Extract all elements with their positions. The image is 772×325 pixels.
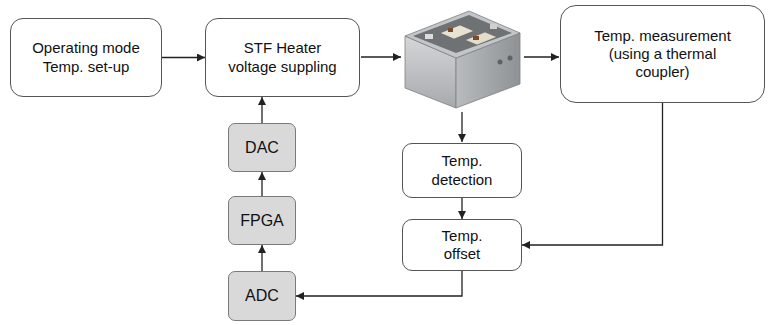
- flow-arrow: [522, 103, 663, 245]
- connector-port: [508, 56, 513, 61]
- node-label: FPGA: [240, 211, 284, 231]
- component: [473, 36, 479, 40]
- node-label: Temp. measurement (using a thermal coupl…: [587, 27, 739, 82]
- component: [448, 28, 453, 32]
- hardware-block: DAC: [228, 123, 296, 172]
- component: [425, 34, 433, 39]
- node-label: DAC: [245, 138, 279, 158]
- node-label: STF Heater voltage suppling: [221, 39, 345, 76]
- arrow: [461, 112, 462, 142]
- flow-arrow: [461, 198, 462, 219]
- housing-rim: [405, 11, 520, 58]
- node-label: ADC: [245, 286, 279, 306]
- process-box: Temp. measurement (using a thermal coupl…: [560, 5, 765, 103]
- hardware-block: FPGA: [228, 196, 296, 245]
- flow-arrow: [261, 97, 262, 123]
- flow-arrow: [261, 245, 262, 271]
- housing-interior: [413, 15, 512, 53]
- node-label: Temp. detection: [422, 152, 502, 189]
- process-box: Operating mode Temp. set-up: [10, 18, 162, 97]
- arrow: [361, 56, 401, 57]
- node-label: Operating mode Temp. set-up: [24, 39, 148, 76]
- connector-port: [498, 60, 503, 65]
- arrow: [524, 56, 559, 57]
- hardware-block: ADC: [228, 271, 296, 321]
- flow-arrow: [162, 57, 205, 58]
- flow-arrow: [296, 271, 462, 296]
- circuit-board: [465, 32, 497, 45]
- process-box: Temp. detection: [402, 143, 522, 198]
- flow-arrow: [261, 172, 262, 196]
- process-box: STF Heater voltage suppling: [205, 18, 360, 97]
- node-label: Temp. offset: [427, 227, 497, 264]
- component: [490, 24, 497, 29]
- process-box: Temp. offset: [402, 219, 522, 271]
- circuit-board: [440, 25, 474, 39]
